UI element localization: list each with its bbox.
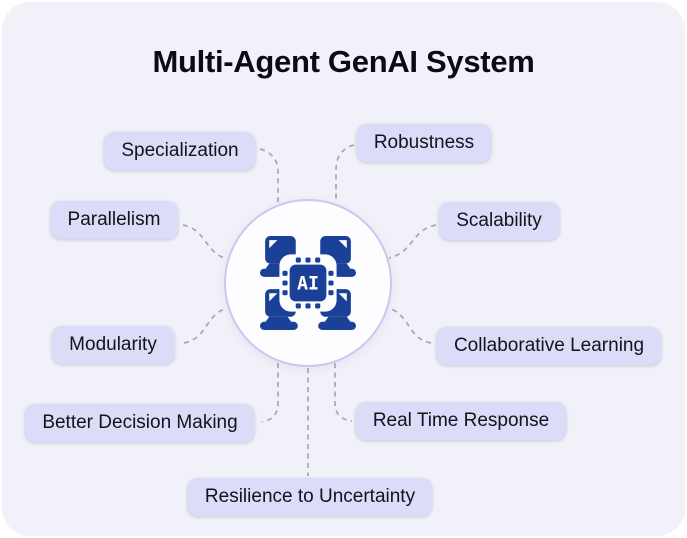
node-parallelism: Parallelism	[50, 201, 178, 239]
connector-scalability	[388, 224, 437, 259]
node-better-decision-making: Better Decision Making	[25, 404, 255, 442]
ai-chip-body	[289, 264, 327, 302]
node-resilience-to-uncertainty: Resilience to Uncertainty	[187, 478, 433, 516]
connector-better-decision-making	[261, 363, 279, 423]
ai-chip-label: AI	[297, 274, 319, 295]
connector-robustness	[335, 144, 355, 202]
connector-specialization	[259, 148, 279, 203]
node-collaborative-learning: Collaborative Learning	[436, 327, 662, 365]
connector-modularity	[183, 307, 228, 344]
connector-parallelism	[182, 224, 228, 260]
central-hub-circle: AI	[224, 199, 392, 367]
node-scalability: Scalability	[439, 202, 559, 240]
chip-pins	[282, 257, 334, 309]
node-modularity: Modularity	[52, 326, 174, 364]
node-real-time-response: Real Time Response	[355, 402, 567, 440]
multi-agent-ai-chip-icon: AI	[260, 236, 356, 330]
page-title: Multi-Agent GenAI System	[152, 44, 535, 79]
connector-real-time-response	[334, 363, 353, 422]
connector-collaborative-learning	[388, 307, 432, 344]
node-specialization: Specialization	[104, 132, 256, 170]
node-robustness: Robustness	[356, 124, 492, 162]
